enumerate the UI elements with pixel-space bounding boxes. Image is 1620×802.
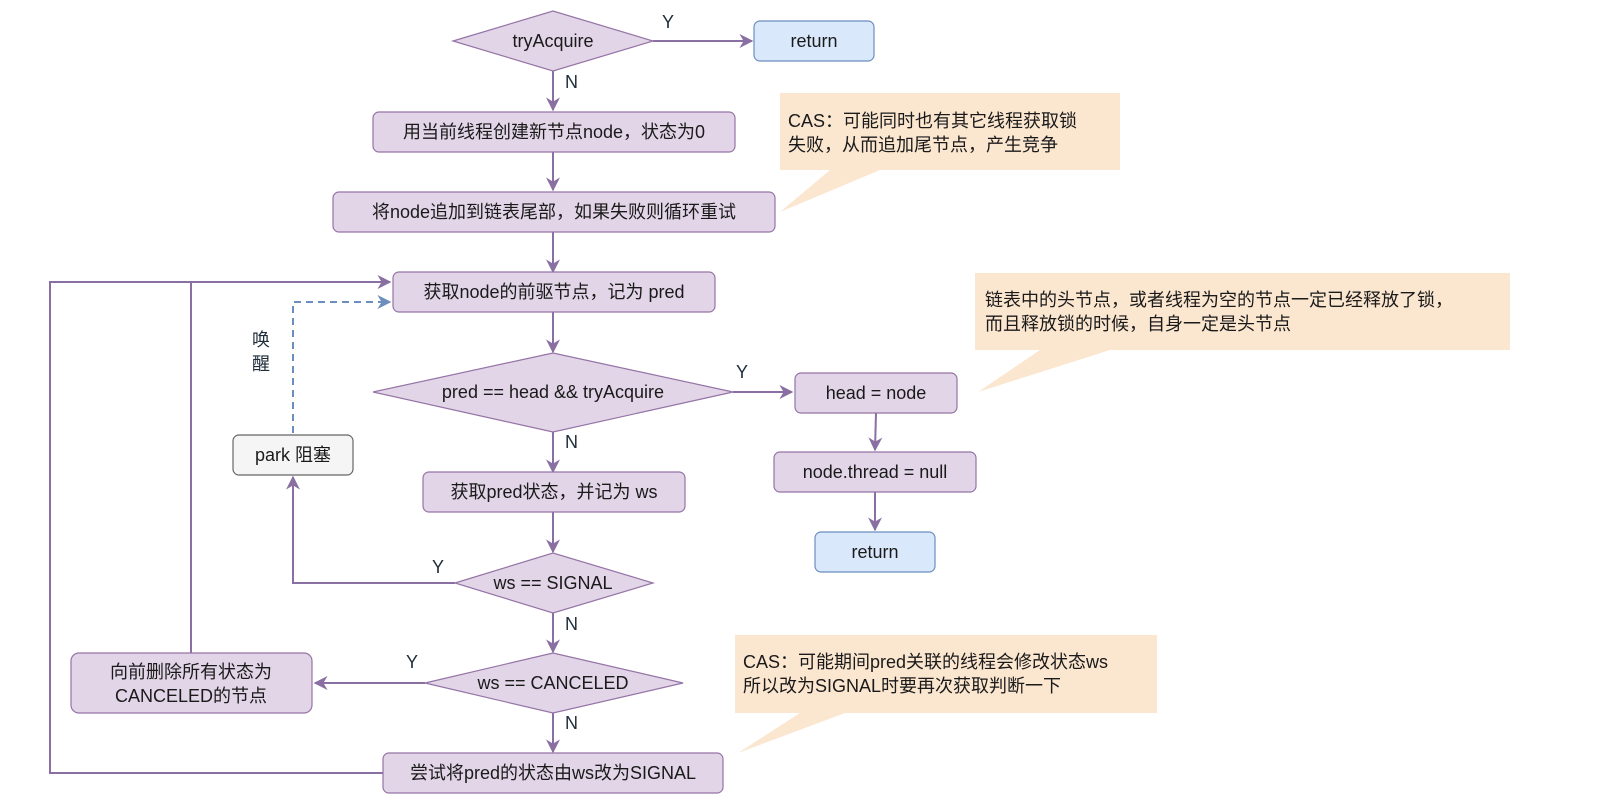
edge-signal-park xyxy=(286,475,455,584)
label-signal-yes: Y xyxy=(432,557,444,577)
decision-pred-check-label: pred == head && tryAcquire xyxy=(442,382,664,402)
decision-pred-check[interactable]: pred == head && tryAcquire xyxy=(372,352,734,433)
label-tryacquire-yes: Y xyxy=(662,12,674,32)
process-park[interactable]: park 阻塞 xyxy=(232,434,354,476)
process-create-node-label: 用当前线程创建新节点node，状态为0 xyxy=(403,122,705,142)
process-remove-canceled[interactable]: 向前删除所有状态为 CANCELED的节点 xyxy=(70,652,313,714)
process-set-head-label: head = node xyxy=(826,383,927,403)
process-remove-canceled-line2: CANCELED的节点 xyxy=(115,686,267,706)
label-check-yes: Y xyxy=(736,362,748,382)
process-clear-thread-label: node.thread = null xyxy=(803,462,948,482)
decision-ws-signal-label: ws == SIGNAL xyxy=(492,573,612,593)
decision-ws-canceled[interactable]: ws == CANCELED xyxy=(424,652,684,714)
label-tryacquire-no: N xyxy=(565,72,578,92)
process-get-ws-label: 获取pred状态，并记为 ws xyxy=(450,482,657,502)
label-wake-1: 唤 xyxy=(252,330,270,350)
note-enqueue-shape xyxy=(780,93,1120,212)
process-cas-signal[interactable]: 尝试将pred的状态由ws改为SIGNAL xyxy=(382,752,724,794)
edge-cas-getpred xyxy=(49,281,383,774)
process-park-label: park 阻塞 xyxy=(255,445,331,465)
process-cas-signal-label: 尝试将pred的状态由ws改为SIGNAL xyxy=(410,763,696,783)
note-head: 链表中的头节点，或者线程为空的节点一定已经释放了锁， 而且释放锁的时候，自身一定… xyxy=(975,273,1510,392)
note-cas-line2: 所以改为SIGNAL时要再次获取判断一下 xyxy=(743,676,1061,696)
note-head-line2: 而且释放锁的时候，自身一定是头节点 xyxy=(985,314,1291,334)
decision-ws-canceled-label: ws == CANCELED xyxy=(476,673,628,693)
note-enqueue-cas: CAS：可能同时也有其它线程获取锁 失败，从而追加尾节点，产生竞争 xyxy=(780,93,1120,212)
terminal-return-bottom[interactable]: return xyxy=(814,531,936,573)
label-wake-2: 醒 xyxy=(252,354,270,374)
process-get-pred-label: 获取node的前驱节点，记为 pred xyxy=(423,282,684,302)
note-head-line1: 链表中的头节点，或者线程为空的节点一定已经释放了锁， xyxy=(985,290,1453,310)
process-set-head[interactable]: head = node xyxy=(794,372,958,414)
process-remove-canceled-line1: 向前删除所有状态为 xyxy=(110,662,272,682)
label-check-no: N xyxy=(565,432,578,452)
process-get-pred[interactable]: 获取node的前驱节点，记为 pred xyxy=(392,271,716,313)
decision-ws-signal[interactable]: ws == SIGNAL xyxy=(452,552,656,614)
terminal-return-bottom-label: return xyxy=(851,542,898,562)
process-get-ws[interactable]: 获取pred状态，并记为 ws xyxy=(422,471,686,513)
note-enqueue-line1: CAS：可能同时也有其它线程获取锁 xyxy=(788,111,1077,131)
edge-park-wake xyxy=(292,295,392,433)
note-head-shape xyxy=(975,273,1510,392)
process-enqueue-label: 将node追加到链表尾部，如果失败则循环重试 xyxy=(372,202,736,222)
process-enqueue[interactable]: 将node追加到链表尾部，如果失败则循环重试 xyxy=(332,191,776,233)
note-cas-signal: CAS：可能期间pred关联的线程会修改状态ws 所以改为SIGNAL时要再次获… xyxy=(735,635,1157,753)
decision-tryacquire[interactable]: tryAcquire xyxy=(450,10,656,72)
label-signal-no: N xyxy=(565,614,578,634)
process-clear-thread[interactable]: node.thread = null xyxy=(773,451,977,493)
terminal-return-top-label: return xyxy=(790,31,837,51)
decision-tryacquire-label: tryAcquire xyxy=(512,31,593,51)
note-enqueue-line2: 失败，从而追加尾节点，产生竞争 xyxy=(788,135,1058,155)
edge-sethead-clearthread xyxy=(868,412,883,452)
process-create-node[interactable]: 用当前线程创建新节点node，状态为0 xyxy=(372,111,736,153)
edges xyxy=(49,34,883,774)
label-canceled-yes: Y xyxy=(406,652,418,672)
note-cas-shape xyxy=(735,635,1157,753)
label-canceled-no: N xyxy=(565,713,578,733)
terminal-return-top[interactable]: return xyxy=(753,20,875,62)
note-cas-line1: CAS：可能期间pred关联的线程会修改状态ws xyxy=(743,652,1108,672)
